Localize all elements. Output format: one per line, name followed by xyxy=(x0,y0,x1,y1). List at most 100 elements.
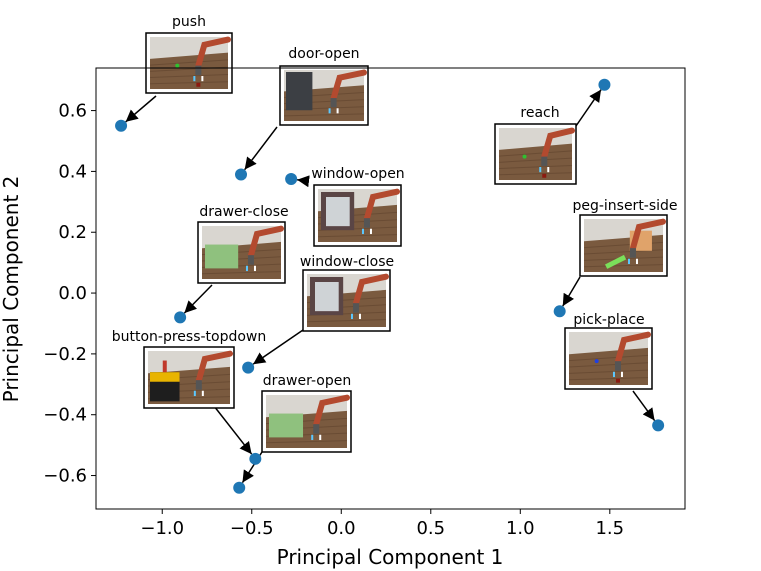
floor-plank xyxy=(149,81,229,85)
robot-arm xyxy=(195,350,233,384)
arrow-window-close xyxy=(252,329,304,365)
goal-marker xyxy=(594,359,599,364)
robot-arm xyxy=(614,331,651,365)
floor-plank xyxy=(317,234,398,238)
robot-arm xyxy=(541,127,575,160)
arrow-button-press-topdown xyxy=(213,405,253,455)
x-tick-label: 0.0 xyxy=(327,518,356,539)
data-point-window-open xyxy=(285,173,298,186)
goal-marker xyxy=(175,63,180,68)
floor-plank xyxy=(568,354,649,362)
floor-plank xyxy=(149,59,229,66)
thumbnail-peg-insert-side xyxy=(579,214,668,277)
robot-arm xyxy=(313,394,350,428)
thumbnail-pick-place xyxy=(564,327,653,390)
data-point-door-open xyxy=(235,168,248,181)
x-tick-label: 1.0 xyxy=(506,518,535,539)
robot-gripper xyxy=(541,156,548,166)
task-label: drawer-open xyxy=(263,373,351,389)
arrow-door-open xyxy=(244,126,278,171)
window-glass xyxy=(315,282,339,312)
robot-arm xyxy=(330,69,367,102)
robot-arm xyxy=(352,273,389,307)
y-tick-label: −0.6 xyxy=(43,466,87,487)
door-object xyxy=(286,72,313,111)
data-point-peg-insert-side xyxy=(553,305,566,318)
task-label: pick-place xyxy=(573,312,644,328)
thumbnail-button-press-topdown xyxy=(143,346,235,409)
object-puck xyxy=(196,82,201,87)
arrow-peg-insert-side xyxy=(562,276,581,307)
data-point-window-close xyxy=(242,361,255,374)
button-top xyxy=(150,372,180,382)
y-tick-label: 0.2 xyxy=(58,222,87,243)
floor-plank xyxy=(149,73,229,79)
x-tick-label: −1.0 xyxy=(140,518,184,539)
y-tick-label: 0.0 xyxy=(58,283,87,304)
peg-object xyxy=(604,254,627,269)
window-glass xyxy=(326,197,350,227)
robot-gripper xyxy=(195,380,202,390)
y-tick-label: −0.4 xyxy=(43,405,87,426)
arrow-push xyxy=(125,95,157,123)
x-tick-label: −0.5 xyxy=(230,518,274,539)
floor-plank xyxy=(498,157,573,163)
x-axis-ticks: −1.0 −0.5 0.0 0.5 1.0 1.5 xyxy=(140,509,624,539)
floor-plank xyxy=(568,362,649,368)
robot-arm xyxy=(195,36,231,69)
thumbnail-push xyxy=(145,32,233,94)
annotation-arrows xyxy=(125,89,656,484)
data-point-drawer-open xyxy=(233,481,246,494)
arrow-drawer-close xyxy=(183,284,213,314)
data-points xyxy=(115,78,665,494)
robot-arm xyxy=(247,225,284,259)
data-point-push xyxy=(115,119,128,132)
y-tick-label: 0.6 xyxy=(58,101,87,122)
drawer-object xyxy=(269,413,304,438)
y-tick-label: −0.2 xyxy=(43,344,87,365)
x-tick-label: 0.5 xyxy=(416,518,445,539)
robot-gripper xyxy=(313,424,320,434)
thumbnail-drawer-close xyxy=(197,221,286,284)
task-label: door-open xyxy=(288,46,359,62)
data-point-button-press-topdown xyxy=(249,452,262,465)
floor-plank xyxy=(583,264,664,268)
data-point-reach xyxy=(598,78,611,91)
y-tick-label: 0.4 xyxy=(58,161,87,182)
arrow-window-open xyxy=(296,175,310,188)
floor-plank xyxy=(498,164,573,170)
thumbnail-reach xyxy=(494,123,577,185)
robot-gripper xyxy=(363,218,370,228)
robot-gripper xyxy=(629,248,636,258)
floor-plank xyxy=(201,271,282,275)
robot-gripper xyxy=(330,98,337,108)
drawer-object xyxy=(205,244,239,269)
floor-plank xyxy=(283,113,365,117)
goal-marker xyxy=(522,154,527,159)
task-label: push xyxy=(172,14,206,30)
x-axis-label: Principal Component 1 xyxy=(277,545,504,569)
arrow-pick-place xyxy=(632,390,656,421)
robot-arm xyxy=(363,188,400,222)
robot-arm xyxy=(629,218,666,252)
robot-gripper xyxy=(195,65,202,75)
thumbnail-window-open xyxy=(313,184,402,247)
data-point-pick-place xyxy=(652,419,665,432)
button-plunger xyxy=(162,360,167,373)
x-tick-label: 1.5 xyxy=(595,518,624,539)
task-label: window-open xyxy=(311,166,404,182)
object-puck xyxy=(615,378,620,383)
y-axis-label: Principal Component 2 xyxy=(0,176,23,403)
floor-plank xyxy=(306,319,387,323)
floor-plank xyxy=(498,172,573,176)
scene-floor xyxy=(569,347,648,385)
task-thumbnails: pushdoor-openwindow-openreachdrawer-clos… xyxy=(112,14,678,453)
floor-plank xyxy=(568,377,649,381)
data-point-drawer-close xyxy=(174,311,187,324)
thumbnail-door-open xyxy=(279,65,369,126)
robot-gripper xyxy=(352,303,359,313)
plot-frame xyxy=(95,67,686,510)
task-label: button-press-topdown xyxy=(112,329,267,345)
y-axis-ticks: −0.6 −0.4 −0.2 0.0 0.2 0.4 0.6 xyxy=(43,101,96,487)
